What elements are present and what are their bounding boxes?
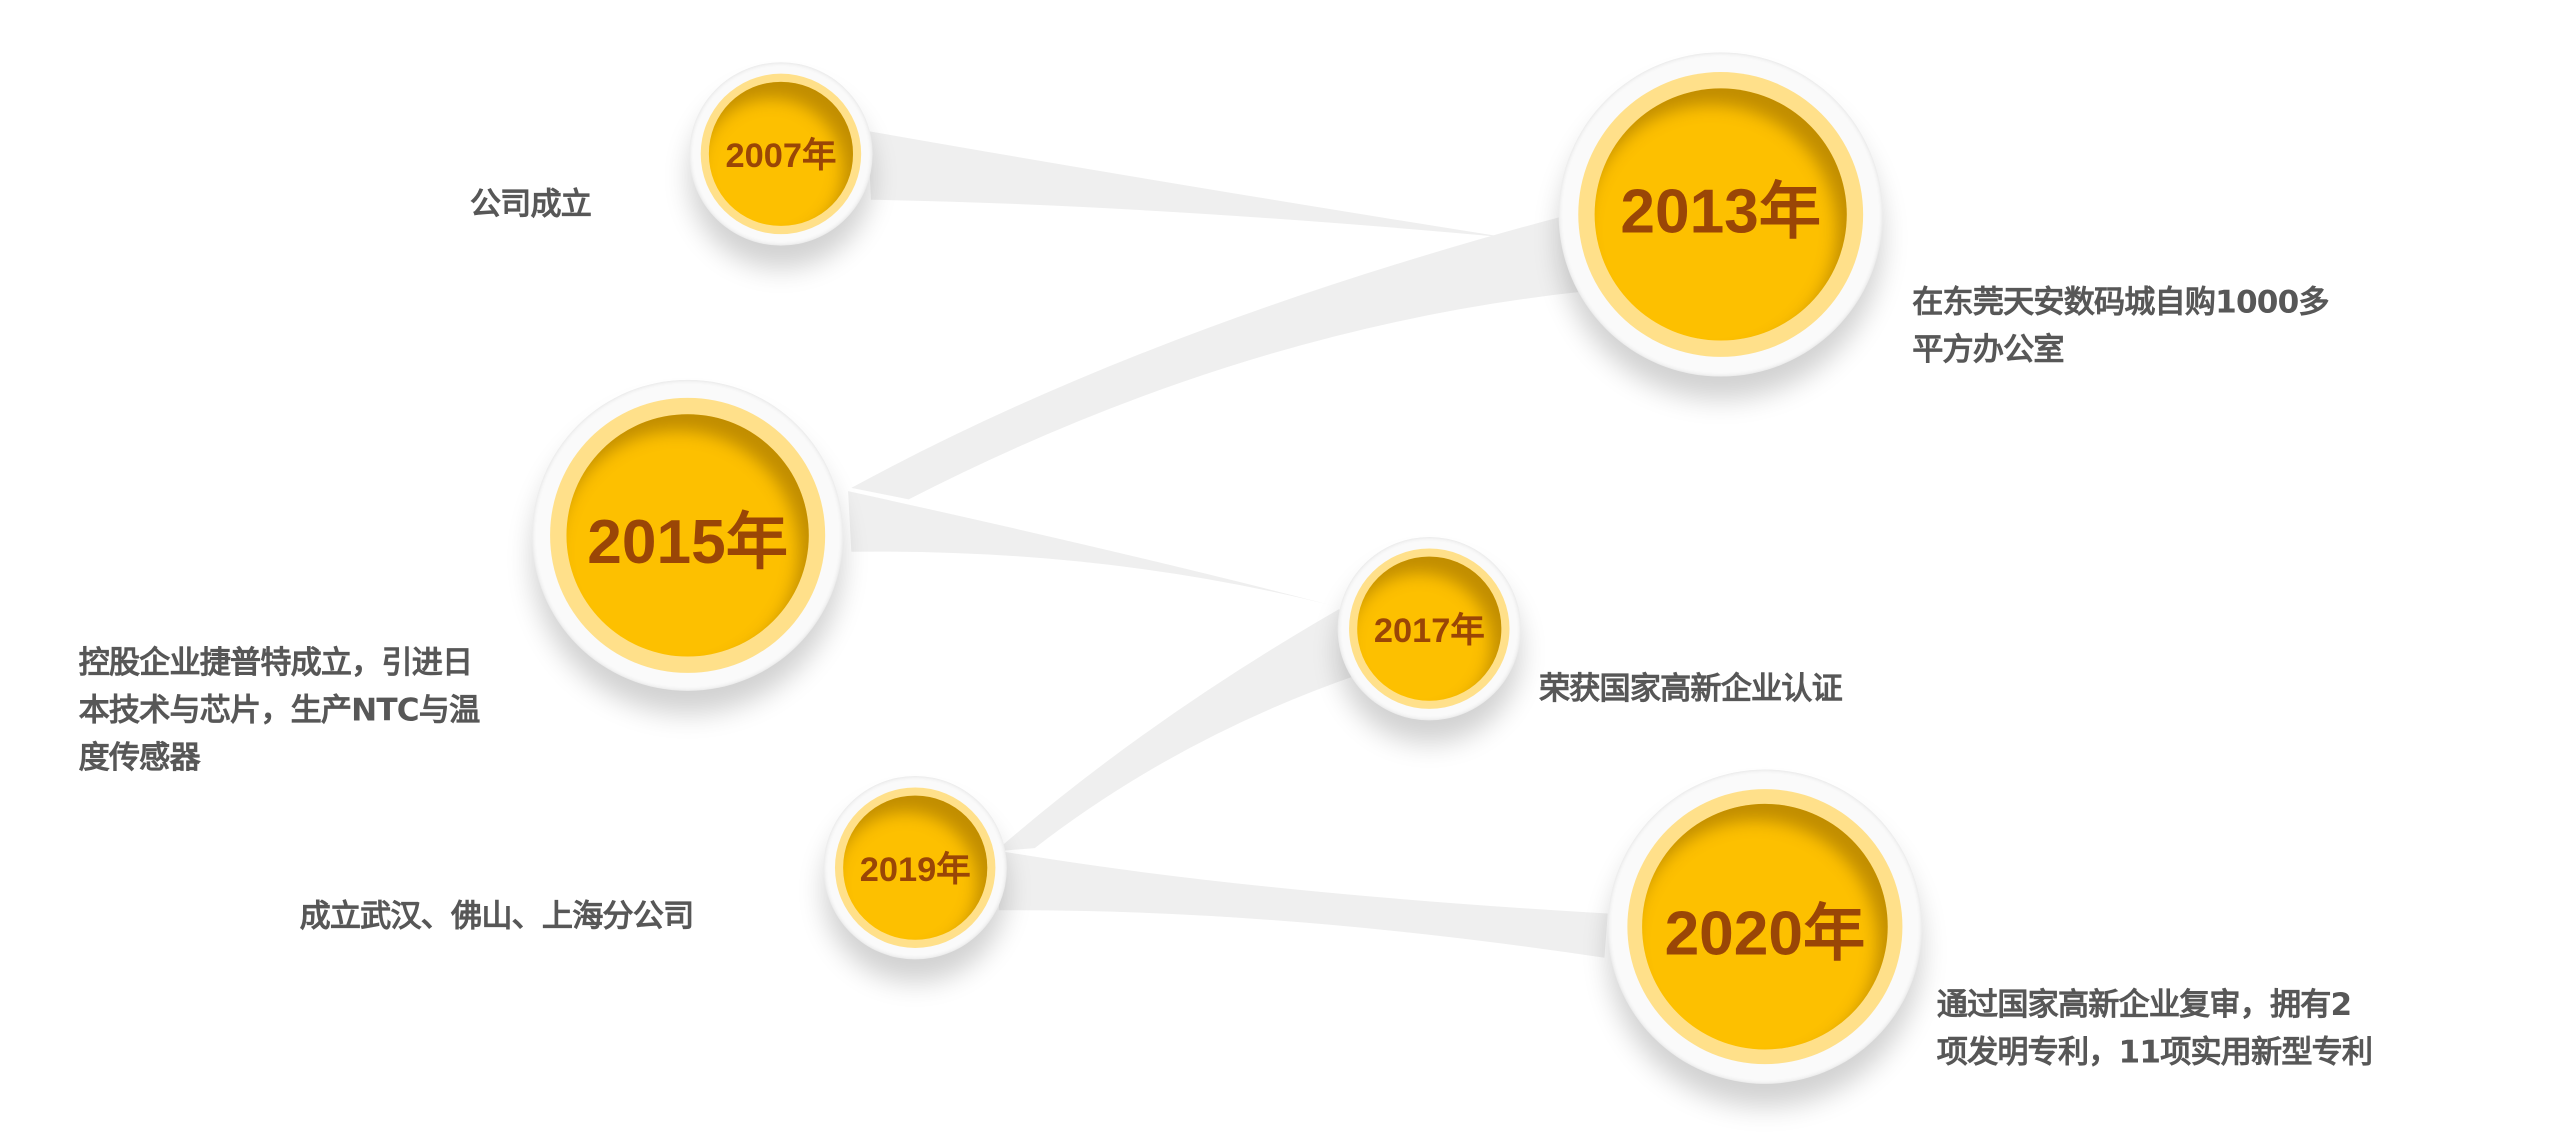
- desc-line: 通过国家高新企业复审，拥有2: [1936, 987, 2352, 1024]
- milestone-desc-2019: 成立武汉、佛山、上海分公司: [299, 894, 695, 941]
- year-label: 2019年: [859, 851, 971, 889]
- desc-line: 本技术与芯片，生产NTC与温: [78, 692, 481, 729]
- milestone-desc-2017: 荣获国家高新企业认证: [1538, 666, 1843, 713]
- ribbon-2015-2017: [848, 491, 1346, 610]
- ribbon-2007-2013: [867, 130, 1507, 238]
- year-label: 2020年: [1664, 899, 1866, 969]
- desc-line: 平方办公室: [1912, 332, 2064, 369]
- milestone-node-2019: 2019年: [823, 776, 1007, 960]
- milestone-node-2007: 2007年: [689, 62, 873, 246]
- desc-line: 控股企业捷普特成立，引进日: [78, 645, 474, 682]
- milestone-desc-2007: 公司成立: [469, 182, 592, 229]
- year-label: 2007年: [725, 137, 837, 176]
- desc-line: 度传感器: [78, 740, 201, 777]
- milestone-node-2020: 2020年: [1607, 769, 1923, 1084]
- milestone-node-2015: 2015年: [532, 379, 844, 691]
- year-label: 2017年: [1373, 612, 1485, 650]
- milestone-node-2017: 2017年: [1337, 537, 1521, 721]
- milestone-desc-2020: 通过国家高新企业复审，拥有2 项发明专利，11项实用新型专利: [1936, 982, 2373, 1077]
- ribbon-2019-2020: [998, 851, 1608, 958]
- ribbon-2017-2019: [995, 609, 1359, 852]
- desc-line: 在东莞天安数码城自购1000多: [1912, 284, 2329, 321]
- year-label: 2015年: [587, 508, 788, 578]
- desc-line: 成立武汉、佛山、上海分公司: [299, 898, 695, 935]
- desc-line: 项发明专利，11项实用新型专利: [1936, 1034, 2373, 1071]
- desc-line: 荣获国家高新企业认证: [1538, 671, 1843, 708]
- desc-line: 公司成立: [469, 186, 592, 223]
- year-label: 2013年: [1620, 177, 1822, 247]
- milestone-node-2013: 2013年: [1558, 52, 1883, 377]
- milestone-desc-2013: 在东莞天安数码城自购1000多 平方办公室: [1912, 280, 2329, 375]
- ribbon-2013-2015: [851, 216, 1585, 500]
- milestone-desc-2015: 控股企业捷普特成立，引进日 本技术与芯片，生产NTC与温 度传感器: [78, 640, 481, 782]
